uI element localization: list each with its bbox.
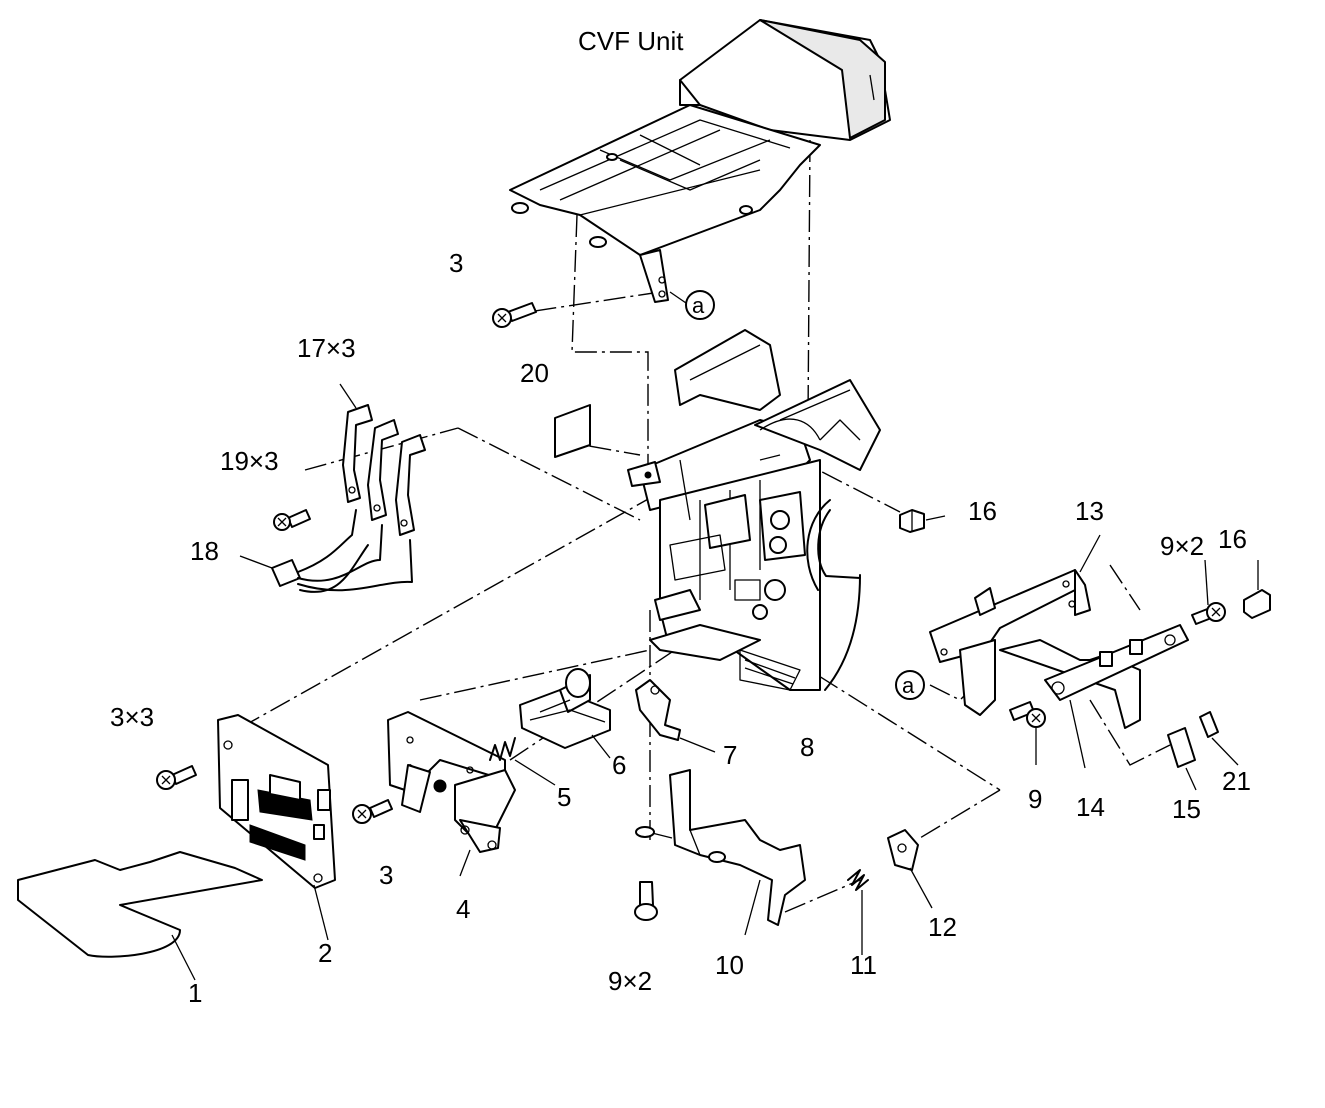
label-19x3: 19×3 — [220, 446, 279, 476]
contacts-17 — [339, 383, 426, 536]
label-3-lower: 3 — [379, 860, 393, 890]
label-11: 11 — [850, 950, 877, 980]
label-3x3: 3×3 — [110, 702, 154, 732]
spring-5 — [489, 737, 556, 786]
bracket-4 — [387, 711, 516, 877]
screw-3x3 — [156, 765, 197, 790]
label-18: 18 — [190, 536, 219, 566]
cvf-unit-assembly — [509, 19, 891, 303]
label-9: 9 — [1028, 784, 1042, 814]
label-17x3: 17×3 — [297, 333, 356, 363]
part-12 — [887, 829, 933, 909]
board-14 — [999, 624, 1189, 769]
reference-mark-a-top: a — [669, 290, 715, 320]
part-15 — [1167, 727, 1197, 791]
svg-text:a: a — [902, 673, 915, 698]
label-9x2-upper: 9×2 — [1160, 531, 1204, 561]
spring-11 — [847, 869, 869, 955]
label-14: 14 — [1076, 792, 1105, 822]
board-2 — [217, 714, 336, 941]
label-8: 8 — [800, 732, 814, 762]
flex-cable-1 — [17, 851, 263, 981]
assembly-13 — [929, 534, 1101, 716]
screw-3-top — [492, 302, 537, 328]
label-16-b: 16 — [1218, 524, 1247, 554]
label-15: 15 — [1172, 794, 1201, 824]
part-16-block — [899, 509, 946, 533]
lever-7 — [635, 679, 716, 753]
screw-9-right — [1009, 701, 1046, 765]
bracket-10 — [635, 769, 806, 936]
label-12: 12 — [928, 912, 957, 942]
part-16-right — [1243, 560, 1271, 619]
screw-3-lower — [352, 799, 393, 824]
main-chassis-8 — [627, 329, 881, 691]
screw-9x2-upper — [1191, 559, 1226, 625]
part-20-sheet — [554, 404, 591, 458]
label-10: 10 — [715, 950, 744, 980]
label-1: 1 — [188, 978, 202, 1008]
label-6: 6 — [612, 750, 626, 780]
label-9x2-lower: 9×2 — [608, 966, 652, 996]
slider-6 — [519, 668, 611, 759]
diagram-title: CVF Unit — [578, 26, 684, 56]
label-16-a: 16 — [968, 496, 997, 526]
harness-18 — [239, 509, 413, 593]
part-labels: 3 17×3 20 19×3 16 13 9×2 16 18 3×3 6 7 8… — [110, 248, 1251, 1008]
label-3-top: 3 — [449, 248, 463, 278]
label-21: 21 — [1222, 766, 1251, 796]
label-2: 2 — [318, 938, 332, 968]
screw-9x2-lower — [634, 881, 658, 921]
label-13: 13 — [1075, 496, 1104, 526]
reference-mark-a-lower: a — [895, 670, 925, 700]
label-5: 5 — [557, 782, 571, 812]
part-21 — [1199, 711, 1239, 766]
svg-text:a: a — [692, 293, 705, 318]
label-7: 7 — [723, 740, 737, 770]
label-4: 4 — [456, 894, 470, 924]
screw-19 — [273, 509, 311, 531]
label-20: 20 — [520, 358, 549, 388]
